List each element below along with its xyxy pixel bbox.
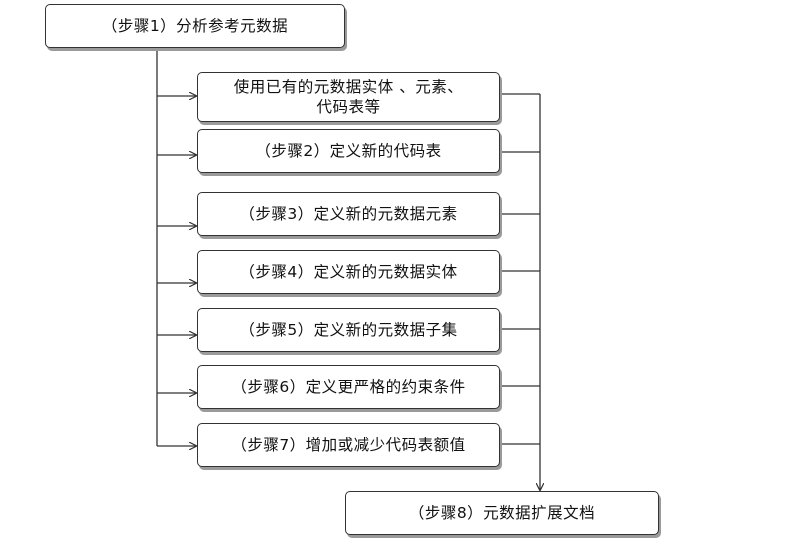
step1-box: （步骤1）分析参考元数据 bbox=[45, 4, 345, 48]
step7-box: （步骤7）增加或减少代码表额值 bbox=[197, 423, 500, 467]
step8-box: （步骤8）元数据扩展文档 bbox=[345, 491, 659, 535]
existing-elements-line1: 使用已有的元数据实体 、元素、 bbox=[233, 78, 464, 96]
step3-box: （步骤3）定义新的元数据元素 bbox=[197, 192, 500, 236]
step6-box: （步骤6）定义更严格的约束条件 bbox=[197, 365, 500, 409]
step2-box: （步骤2）定义新的代码表 bbox=[197, 129, 500, 173]
step4-box: （步骤4）定义新的元数据实体 bbox=[197, 250, 500, 294]
step3-label: （步骤3）定义新的元数据元素 bbox=[239, 205, 458, 223]
existing-elements-text: 使用已有的元数据实体 、元素、 代码表等 bbox=[234, 77, 463, 117]
step1-label: （步骤1）分析参考元数据 bbox=[101, 17, 289, 35]
existing-elements-line2: 代码表等 bbox=[316, 98, 381, 116]
step8-label: （步骤8）元数据扩展文档 bbox=[408, 504, 596, 522]
step7-label: （步骤7）增加或减少代码表额值 bbox=[231, 436, 466, 454]
step2-label: （步骤2）定义新的代码表 bbox=[255, 142, 442, 160]
step4-label: （步骤4）定义新的元数据实体 bbox=[239, 263, 458, 281]
step5-box: （步骤5）定义新的元数据子集 bbox=[197, 308, 500, 352]
step5-label: （步骤5）定义新的元数据子集 bbox=[239, 321, 458, 339]
existing-elements-box: 使用已有的元数据实体 、元素、 代码表等 bbox=[197, 72, 500, 122]
step6-label: （步骤6）定义更严格的约束条件 bbox=[231, 378, 466, 396]
